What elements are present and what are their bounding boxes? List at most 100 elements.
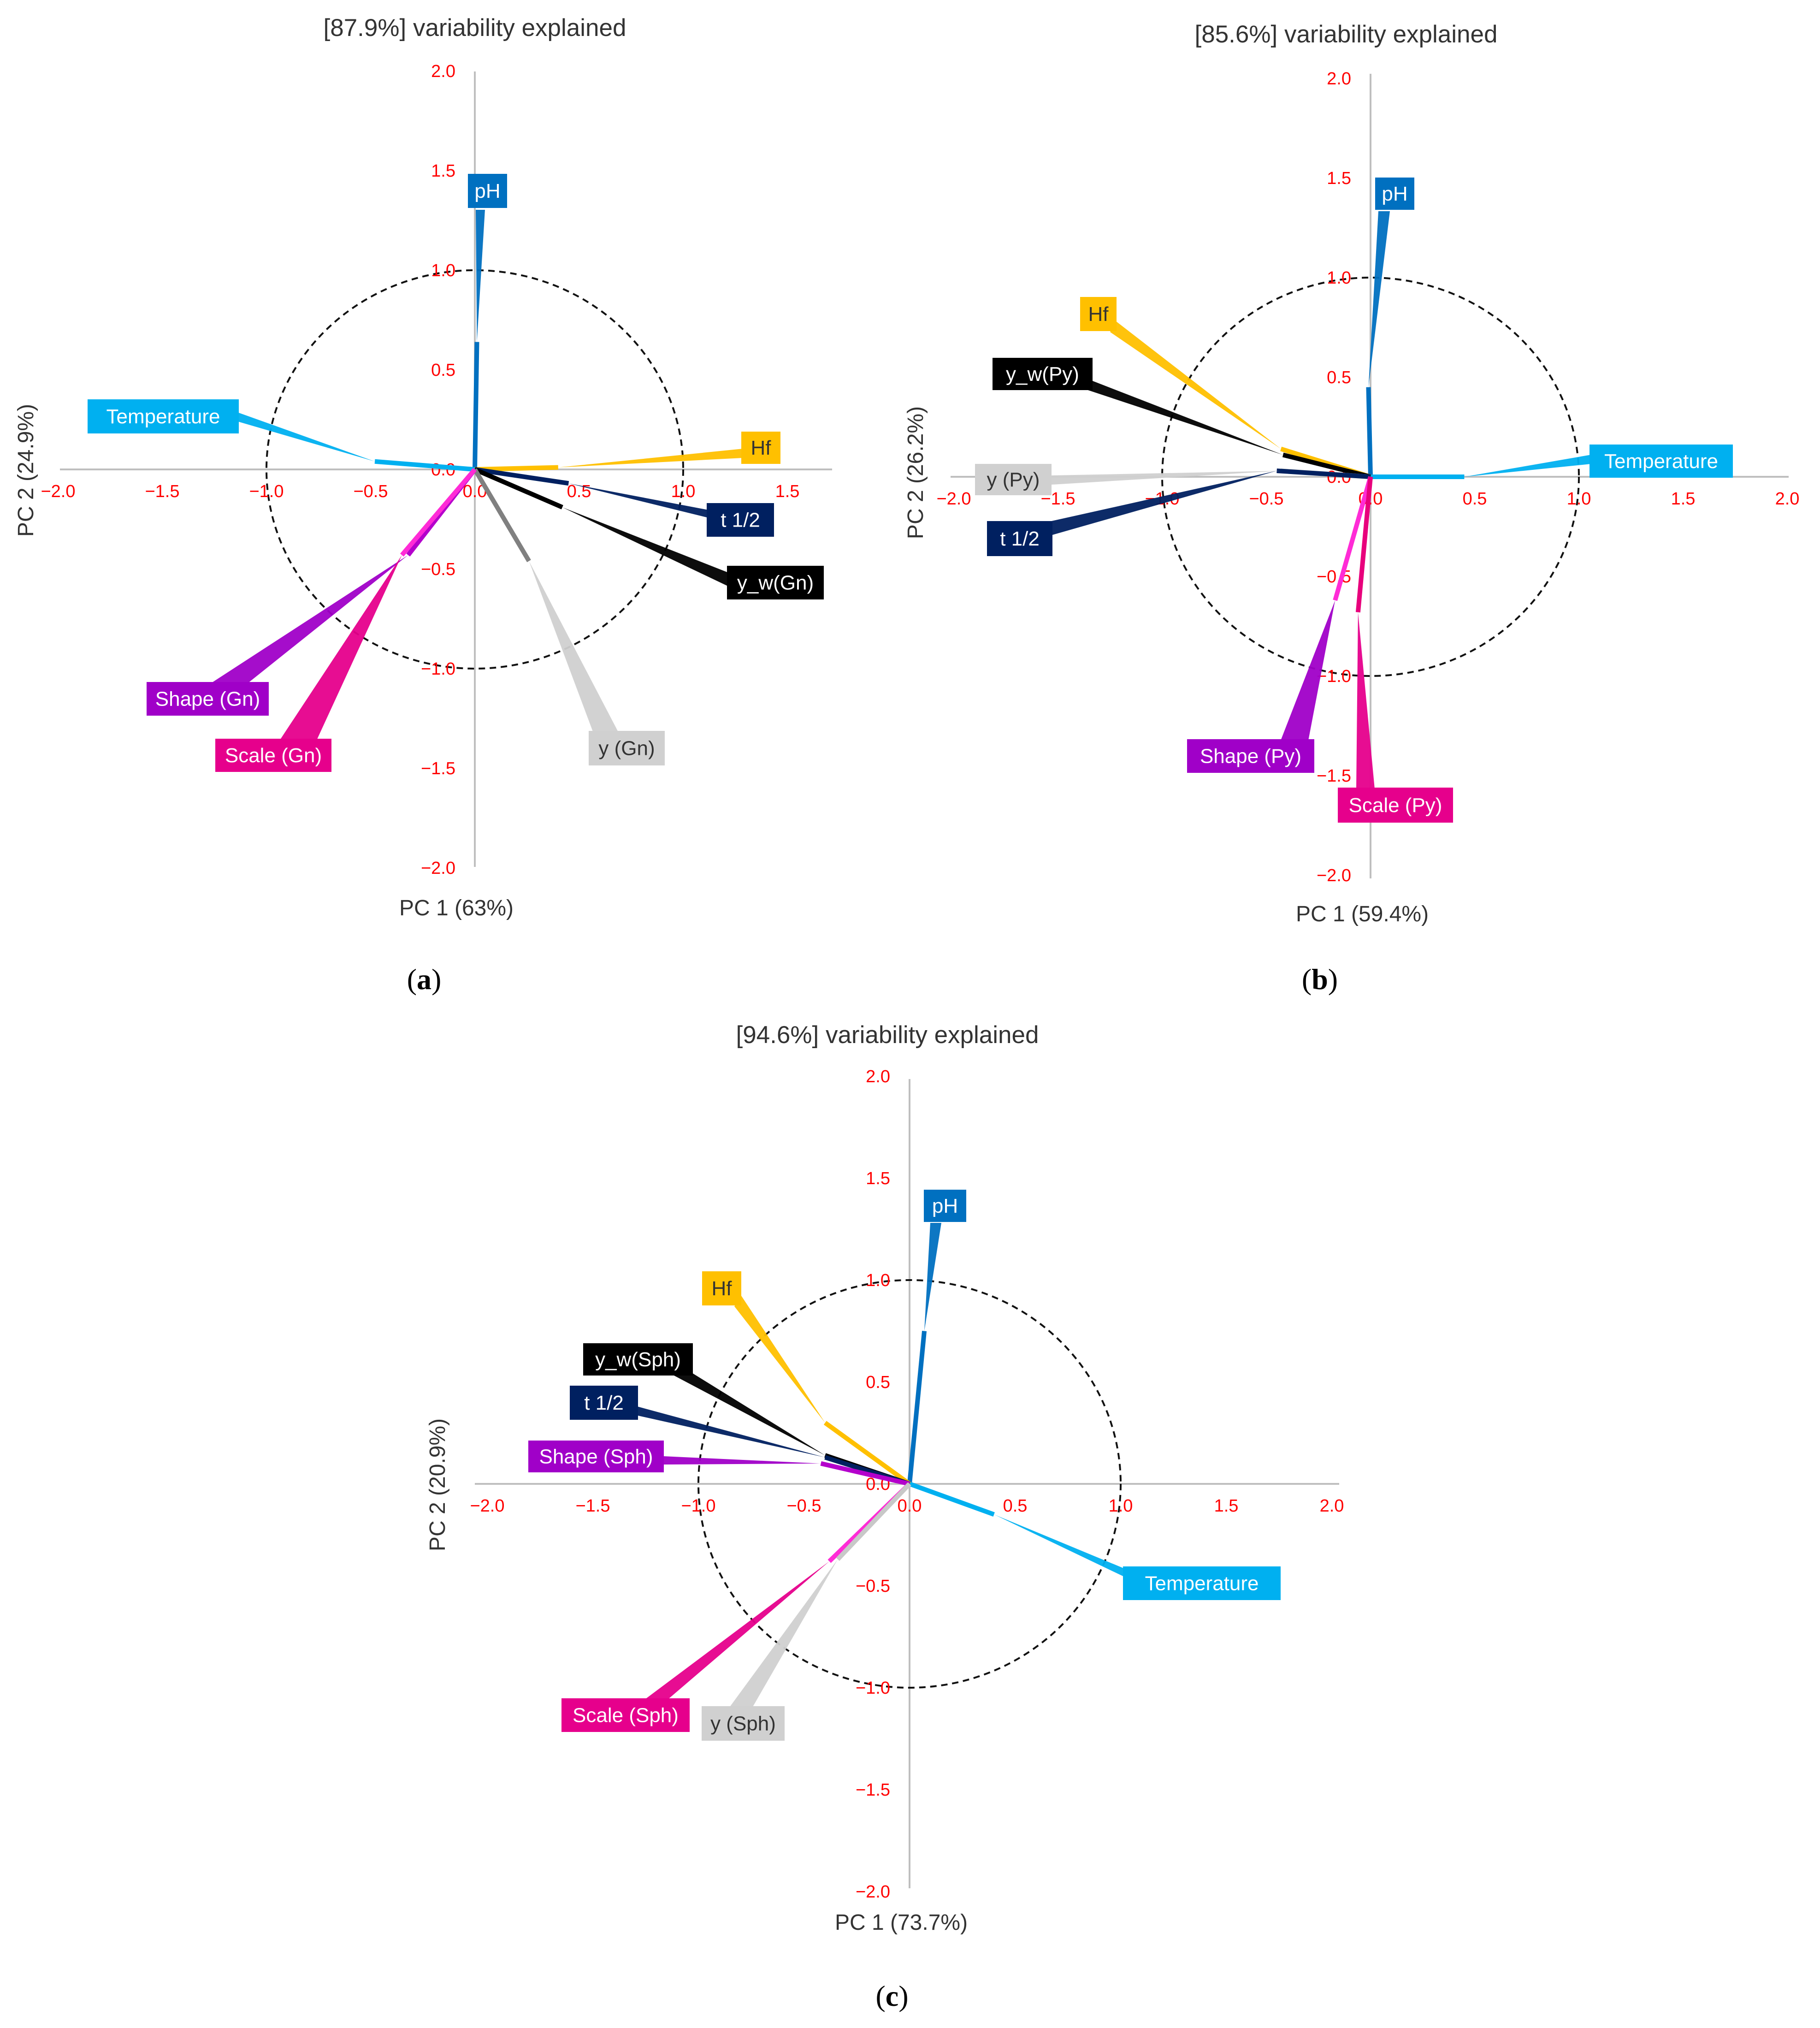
panel-c-unit-circle xyxy=(697,1279,1122,1689)
panel-a-y-tick-label: −1.0 xyxy=(421,659,455,679)
panel-b-x-tick-label: 1.0 xyxy=(1567,489,1591,509)
panel-a-callout-pointer-ph xyxy=(476,210,485,342)
panel-a-y-tick-label: 1.0 xyxy=(431,261,455,280)
panel-a-callout-box-shape-gn xyxy=(147,682,269,716)
panel-b-callout-pointer-y-py xyxy=(1052,471,1281,485)
panel-a-callout-box-ph xyxy=(468,174,507,208)
panel-a-x-tick-label: 0.5 xyxy=(567,482,591,501)
panel-a-callout-label-t-1-2: t 1/2 xyxy=(721,509,760,532)
panel-a-callout-label-ph: pH xyxy=(474,180,500,202)
panel-c-callout-label-y-w-sph: y_w(Sph) xyxy=(595,1348,681,1371)
panel-c-vector-temperature xyxy=(909,1482,995,1517)
panel-c-callout-box-temperature xyxy=(1123,1566,1281,1600)
panel-a-y-tick-label: −1.5 xyxy=(421,759,455,778)
panel-c-callout-pointer-shape-sph xyxy=(664,1456,821,1465)
panel-a-x-tick-label: −1.0 xyxy=(249,482,284,501)
panel-b-callout-pointer-scale-py xyxy=(1356,612,1375,789)
panel-a-vector-ph xyxy=(473,342,479,470)
panel-c-callout-label-ph: pH xyxy=(932,1195,958,1217)
panel-b-callout-box-shape-py xyxy=(1187,739,1314,773)
panel-b-x-tick-label: 1.5 xyxy=(1671,489,1696,509)
panel-c-callout-box-y-w-sph xyxy=(583,1343,693,1376)
panel-c-callout-box-hf xyxy=(702,1271,741,1305)
panel-a-unit-circle xyxy=(266,269,684,670)
panel-a-callout-label-scale-gn: Scale (Gn) xyxy=(225,744,322,767)
panel-c-y-tick-label: −1.5 xyxy=(856,1780,890,1800)
panel-c-callout-pointer-t-1-2 xyxy=(637,1406,825,1458)
panel-c-callout-pointer-ph xyxy=(924,1223,941,1331)
panel-a-callout-pointer-y-w-gn xyxy=(562,507,730,587)
panel-c-callout-label-y-sph: y (Sph) xyxy=(710,1713,776,1735)
panel-b-vector-t-1-2 xyxy=(1276,468,1371,479)
panel-b-vector-shape-py xyxy=(1333,476,1373,601)
panel-c-x-tick-label: 0.0 xyxy=(898,1496,922,1516)
panel-a-x-tick-label: −0.5 xyxy=(353,482,388,501)
panel-a-title: [87.9%] variability explained xyxy=(324,14,626,42)
panel-c-vector-ph xyxy=(907,1331,927,1484)
panel-c-x-tick-label: −2.0 xyxy=(470,1496,504,1516)
panel-b-callout-box-scale-py xyxy=(1338,788,1453,823)
panel-b-y-tick-label: 2.0 xyxy=(1327,69,1351,89)
panel-c-x-tick-label: −1.0 xyxy=(681,1496,715,1516)
panel-c-callout-pointer-y-sph xyxy=(729,1559,838,1708)
panel-a-vector-y-w-gn xyxy=(474,467,563,510)
panel-a-callout-label-hf: Hf xyxy=(751,437,772,459)
panel-b-callout-pointer-t-1-2 xyxy=(1052,471,1277,535)
panel-b-vector-y-w-py xyxy=(1282,452,1371,479)
panel-c-callout-pointer-temperature xyxy=(994,1514,1125,1577)
panel-b-callout-label-y-w-py: y_w(Py) xyxy=(1006,363,1079,385)
panel-b-caption: (b) xyxy=(1302,963,1338,996)
panel-a-x-tick-label: −2.0 xyxy=(41,482,75,501)
panel-b: [85.6%] variability explained PC 1 (59.4… xyxy=(904,21,1799,996)
panel-c-callout-label-scale-sph: Scale (Sph) xyxy=(573,1704,679,1727)
panel-a-callout-pointer-scale-gn xyxy=(280,555,402,740)
panel-a-vector-hf xyxy=(474,465,558,472)
panel-c-vector-shape-sph xyxy=(820,1461,910,1486)
panel-b-callout-label-shape-py: Shape (Py) xyxy=(1200,745,1301,768)
panel-b-title: [85.6%] variability explained xyxy=(1195,21,1498,48)
panel-a-callout-box-y-gn xyxy=(589,731,665,765)
panel-b-y-tick-label: 1.0 xyxy=(1327,268,1351,288)
panel-a-callout-pointer-hf xyxy=(558,449,743,468)
panel-b-callout-pointer-y-w-py xyxy=(1088,381,1283,455)
panel-c-callout-box-ph xyxy=(924,1190,966,1222)
panel-c-callout-label-hf: Hf xyxy=(712,1277,733,1300)
panel-c-x-tick-label: 1.5 xyxy=(1214,1496,1239,1516)
panel-b-callout-box-t-1-2 xyxy=(987,521,1052,556)
panel-a-callout-label-temperature: Temperature xyxy=(106,405,220,428)
panel-b-callout-box-temperature xyxy=(1590,445,1733,478)
panel-a-callout-box-hf xyxy=(741,432,780,464)
panel-a-vector-scale-gn xyxy=(400,468,477,557)
panel-b-callout-pointer-shape-py xyxy=(1281,600,1335,741)
panel-b-x-tick-label: 0.5 xyxy=(1463,489,1487,509)
panel-a-y-tick-label: −0.5 xyxy=(421,560,455,579)
panel-b-vector-ph xyxy=(1366,387,1373,477)
panel-a-callout-pointer-t-1-2 xyxy=(568,483,709,518)
panel-c-callout-pointer-y-w-sph xyxy=(674,1366,825,1456)
panel-b-callout-label-ph: pH xyxy=(1382,183,1407,205)
panel-a-x-tick-label: −1.5 xyxy=(145,482,179,501)
panel-a-y-tick-label: 1.5 xyxy=(431,161,455,181)
panel-c-y-tick-label: −1.0 xyxy=(856,1678,890,1698)
panel-b-y-tick-label: 1.5 xyxy=(1327,169,1351,188)
panel-b-callout-box-hf xyxy=(1080,297,1117,331)
panel-a-vector-t-1-2 xyxy=(474,467,569,486)
panel-b-x-tick-label: −0.5 xyxy=(1249,489,1283,509)
panel-c-callout-label-temperature: Temperature xyxy=(1145,1572,1259,1595)
panel-a-callout-label-y-gn: y (Gn) xyxy=(598,737,655,760)
panel-b-callout-pointer-temperature xyxy=(1464,455,1591,477)
panel-b-x-axis-title: PC 1 (59.4%) xyxy=(1296,902,1429,926)
panel-a-callout-label-y-w-gn: y_w(Gn) xyxy=(737,572,814,594)
panel-c-callout-pointer-scale-sph xyxy=(644,1561,829,1700)
panel-c-callout-box-y-sph xyxy=(702,1706,785,1741)
panel-c-x-tick-label: 0.5 xyxy=(1003,1496,1028,1516)
panel-a-caption: (a) xyxy=(407,963,442,996)
panel-c-y-tick-label: −2.0 xyxy=(856,1882,890,1902)
panel-a-callout-label-shape-gn: Shape (Gn) xyxy=(155,688,260,711)
panel-c-callout-label-t-1-2: t 1/2 xyxy=(584,1392,624,1414)
panel-c-callout-box-shape-sph xyxy=(528,1441,664,1472)
panel-c-title: [94.6%] variability explained xyxy=(736,1021,1039,1049)
panel-b-x-tick-label: −2.0 xyxy=(936,489,971,509)
panel-c-vector-y-sph xyxy=(836,1482,911,1561)
panel-c-y-tick-label: 0.5 xyxy=(866,1373,890,1392)
